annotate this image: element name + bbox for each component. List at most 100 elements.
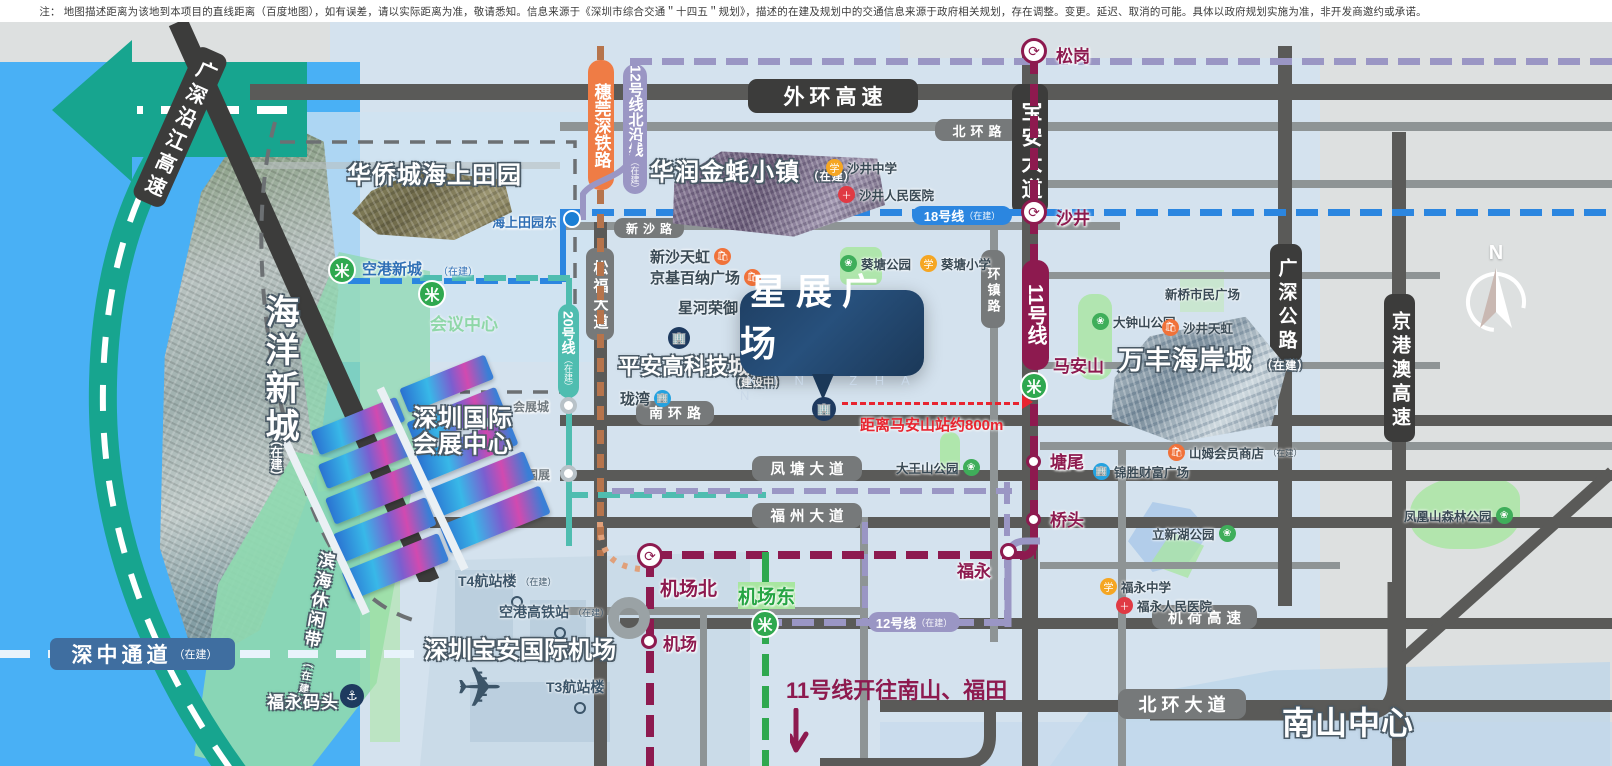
text-pingan-gaoke: 平安高科技城 xyxy=(618,354,751,379)
station-label-huiyi-zhongxin: 会议中心 xyxy=(430,315,498,334)
station-marker-tangwei[interactable] xyxy=(1026,454,1041,469)
metro-line12-north-track xyxy=(630,58,1612,65)
station-marker-shajing[interactable]: ⟳ xyxy=(1021,199,1047,225)
road-huanzhen-lu xyxy=(990,222,998,642)
pill-beihuan-lu: 北环路 xyxy=(935,119,1019,141)
pill-guangshen-gonglu: 广深公路 xyxy=(1270,244,1302,362)
station-marker-jichang[interactable] xyxy=(641,633,657,649)
poi-dazhongshan-gongyuan: ❀ 大钟山公园 xyxy=(1092,312,1176,331)
label-haiyang-xincheng: 海洋新城 xyxy=(255,294,304,446)
label-jinggangao-gaosu: 京港澳高速 xyxy=(1389,310,1410,431)
poi-label-dazhongshan: 大钟山公园 xyxy=(1113,316,1176,330)
station-marker-jichangbei[interactable]: ⟳ xyxy=(637,543,663,569)
terminal-dot-t4 xyxy=(511,596,523,608)
label-line-20: 20号线 xyxy=(560,311,577,355)
pill-huanzhen-lu: 环镇路 xyxy=(981,250,1005,328)
poi-label-xinqiao: 新桥市民广场 xyxy=(1165,288,1241,302)
road-fengtang-dadao xyxy=(560,470,1612,481)
station-marker-maanshan[interactable]: 米 xyxy=(1020,372,1048,400)
label-waihuan-gaosu: 外环高速 xyxy=(783,86,888,109)
badge-line-18[interactable]: 18号线 （在建） xyxy=(912,206,1012,225)
label-pingan-gaoke: 平安高科技城 xyxy=(618,349,750,381)
poi-konggang-gaotie: 空港高铁站 （在建） xyxy=(499,602,609,622)
distance-note: 距离马安山站约800m xyxy=(860,417,1004,434)
airport-ring-road xyxy=(608,597,650,639)
rail-suiguanshen-track xyxy=(597,46,604,556)
metro-line-18-feeder-h xyxy=(348,278,566,284)
station-marker-jichangdong[interactable]: 米 xyxy=(751,610,779,638)
badge-line12-north[interactable]: 12号线北沿线 （在建） xyxy=(623,64,647,194)
station-marker-qiaotou[interactable] xyxy=(1026,512,1041,527)
label-huaqiaocheng: 华侨城海上田园 xyxy=(347,155,522,190)
shopping-icon: 🛍 xyxy=(1162,319,1179,336)
station-marker-huiyi-zhongxin[interactable]: 米 xyxy=(418,280,446,308)
map-canvas[interactable]: 外环高速 北环路 新沙路 南环路 凤塘大道 福州大道 机荷高速 北环大道 宝安大… xyxy=(0,22,1612,766)
station-marker-songgang[interactable]: ⟳ xyxy=(1021,38,1047,64)
line11-direction-note: 11号线开往南山、福田 xyxy=(786,673,1007,705)
road-mid-5 xyxy=(1040,562,1340,569)
metro-line-18-feeder-v xyxy=(560,212,566,282)
station-label-maanshan: 马安山 xyxy=(1053,357,1104,376)
text-haiyang-xincheng: 海洋新城 xyxy=(260,294,298,446)
station-marker-huizhancheng[interactable] xyxy=(560,397,577,414)
project-callout[interactable]: 星展广场 X I N G Z H A N xyxy=(740,271,924,403)
poi-label-fuyong-zhongxue: 福永中学 xyxy=(1121,581,1172,595)
anchor-icon: ⚓ xyxy=(340,684,364,708)
poi-kuitang-xiaoxue: 学 葵塘小学 xyxy=(920,254,991,273)
poi-label-konggang-gaotie: 空港高铁站 xyxy=(499,604,569,620)
poi-label-shajing-yiyuan: 沙井人民医院 xyxy=(859,189,935,203)
label-wanfeng-haiancheng: 万丰海岸城 （在建） xyxy=(1118,340,1309,377)
project-pin-icon: 🏢 xyxy=(812,397,836,421)
station-marker-haishang-tianyuan-dong[interactable] xyxy=(563,210,581,228)
label-line12-north: 12号线北沿线 xyxy=(626,65,644,157)
airport-runway-1 xyxy=(455,570,513,640)
label-line-20-status: （在建） xyxy=(563,354,573,391)
park-icon: ❀ xyxy=(1218,525,1236,542)
road-vert-mid1 xyxy=(860,517,868,766)
label-line-18-status: （在建） xyxy=(964,211,1001,221)
poi-kuitang-gongyuan: ❀ 葵塘公园 xyxy=(840,254,911,273)
disclaimer-text: 注： 地图描述距离为该地到本项目的直线距离（百度地图），如有误差，请以实际距离为… xyxy=(39,5,1427,18)
poi-jinsheng-caifu: 🏢 锦胜财富广场 xyxy=(1093,462,1189,481)
poi-status-konggang-gaotie: （在建） xyxy=(573,607,610,618)
line11-direction-arrow xyxy=(787,707,830,756)
label-line-18: 18号线 xyxy=(923,209,965,224)
badge-line-20[interactable]: 20号线 （在建） xyxy=(558,304,579,398)
station-marker-guozhan[interactable] xyxy=(560,465,577,482)
text-pingan-gaoke-status: （建设中） xyxy=(730,377,785,389)
poi-status-shanmu: （在建） xyxy=(1268,447,1303,458)
station-marker-fuyong[interactable] xyxy=(1000,543,1017,560)
poi-shajing-zhongxue: 学 沙井中学 xyxy=(826,158,897,177)
station-marker-konggang-xincheng[interactable]: 米 xyxy=(328,256,356,284)
metro-line-11-track-lower xyxy=(646,555,654,766)
poi-pingan-bldg-icon: 🏢 xyxy=(668,327,690,349)
text-huaqiaocheng: 华侨城海上田园 xyxy=(347,162,522,189)
label-line-12-status: （在建） xyxy=(916,617,953,628)
label-shenzhong-status: （在建） xyxy=(173,649,218,661)
badge-suiguanshen[interactable]: 穗莞深铁路 xyxy=(588,60,614,190)
poi-label-xinghe-rongyu: 星河荣御 xyxy=(678,300,739,317)
park-icon: ❀ xyxy=(1495,507,1513,524)
project-name-cn: 星展广场 xyxy=(740,271,889,364)
road-diagonal-right xyxy=(1395,462,1612,682)
metro-line12-track-h2 xyxy=(612,488,1012,494)
road-mid-4 xyxy=(1040,442,1612,450)
poi-xinqiao-shimin-guangchang: 新桥市民广场 xyxy=(1165,284,1240,303)
poi-fuyong-zhongxue: 学 福永中学 xyxy=(1100,577,1171,596)
badge-line-12[interactable]: 12号线 （在建） xyxy=(868,612,960,632)
label-beihuan-dadao: 北环大道 xyxy=(1138,695,1231,715)
poi-label-jinsheng: 锦胜财富广场 xyxy=(1114,466,1190,480)
poi-label-fenghuangshan: 凤凰山森林公园 xyxy=(1404,510,1492,524)
airport-runway-3 xyxy=(470,682,610,742)
station-label-tangwei: 塘尾 xyxy=(1050,453,1084,472)
park-icon: ❀ xyxy=(840,255,857,272)
text-wanfeng-status: （在建） xyxy=(1261,360,1310,372)
station-label-qiaotou: 桥头 xyxy=(1050,511,1084,530)
airplane-icon: ✈ xyxy=(456,656,503,719)
road-beihuan-lu xyxy=(560,122,1612,131)
building-icon: 🏢 xyxy=(668,327,690,349)
label-fengtang-dadao: 凤塘大道 xyxy=(770,462,849,478)
metro-line12-track-v2 xyxy=(862,522,868,622)
badge-line-11[interactable]: 11号线 xyxy=(1022,260,1049,370)
poi-label-dawangshan: 大王山公园 xyxy=(896,462,959,476)
